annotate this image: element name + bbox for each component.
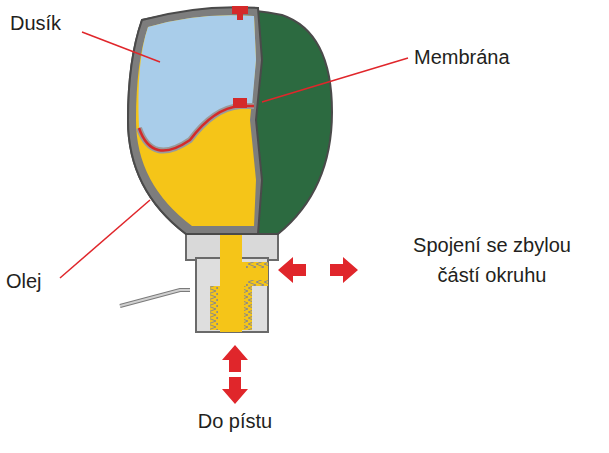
screw-thread: [244, 286, 252, 330]
membrane-edge: [139, 106, 254, 151]
oil-thread-bore: [210, 286, 252, 330]
gas-valve-stem: [237, 12, 243, 20]
screw-thread: [246, 280, 268, 286]
flow-arrow: [222, 345, 248, 372]
screw-thread: [246, 262, 268, 268]
nitrogen-region: [138, 15, 256, 150]
oil-label: Olej: [6, 266, 42, 296]
piston-label: Do pístu: [180, 406, 290, 436]
membrane-label: Membrána: [414, 42, 510, 72]
flow-arrow: [222, 377, 248, 404]
gas-label: Dusík: [10, 8, 61, 38]
screw-thread: [210, 286, 218, 330]
flow-arrow: [330, 257, 358, 283]
shell-section: [128, 7, 262, 234]
flow-arrow: [278, 257, 306, 283]
side-port: [240, 262, 268, 286]
connection-label: Spojení se zbylou částí okruhu: [398, 230, 586, 290]
membrane: [139, 106, 254, 151]
leader-line: [262, 58, 408, 102]
bracket-highlight: [120, 290, 190, 306]
leader-line: [60, 200, 150, 278]
oil-region: [136, 15, 256, 226]
leader-line: [82, 32, 160, 62]
bracket: [120, 290, 190, 306]
membrane-valve: [233, 98, 247, 108]
